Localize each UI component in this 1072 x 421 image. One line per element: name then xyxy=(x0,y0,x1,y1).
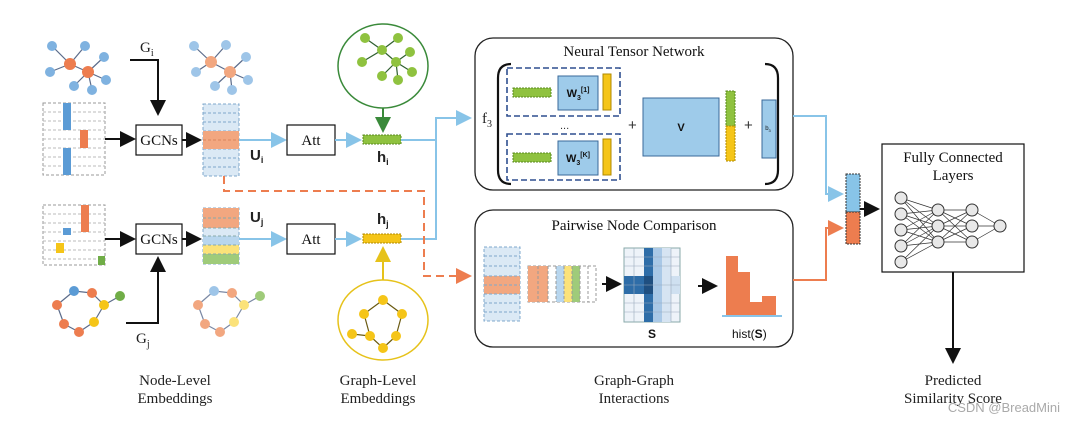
ui-label: Ui xyxy=(250,147,263,165)
fc-title-2: Layers xyxy=(933,168,974,184)
node-embedding-to-pnc-arrow xyxy=(223,176,472,284)
caption-node-level-1: Node-Level xyxy=(139,373,211,389)
gj-label: Gj xyxy=(136,331,150,350)
fc-network xyxy=(894,191,1007,269)
w-last-label: W3[K] xyxy=(566,152,590,167)
ntn-output-arrow xyxy=(793,115,844,202)
pnc-output-arrow xyxy=(793,220,844,281)
caption-graph-graph-2: Interactions xyxy=(599,391,670,407)
watermark: CSDN @BreadMini xyxy=(948,400,1060,415)
pnc-uj-transposed xyxy=(527,265,597,303)
gi-label: Gi xyxy=(140,40,154,59)
gj-to-gcn-arrow xyxy=(126,256,166,324)
w-first-label: W3[1] xyxy=(567,87,590,102)
ntn-bracket-left xyxy=(496,62,512,186)
ui-embedding-matrix xyxy=(202,103,240,177)
att-block-bottom xyxy=(286,223,336,255)
ntn-ellipsis: ... xyxy=(560,120,569,132)
ntn-bias xyxy=(761,99,777,159)
ntn-plus-2: + xyxy=(744,117,753,134)
ntn-bracket-right xyxy=(764,62,780,186)
uj-label: Uj xyxy=(250,209,263,227)
s-label: S xyxy=(648,327,656,341)
ntn-panel xyxy=(474,37,794,191)
ntn-slice-first xyxy=(506,67,621,117)
graph-gi xyxy=(45,41,111,95)
pnc-ui-matrix xyxy=(483,246,521,322)
v-label: V xyxy=(677,122,685,134)
concat-vector xyxy=(845,173,861,245)
gcn-block-top xyxy=(135,124,183,156)
caption-graph-level-1: Graph-Level xyxy=(340,373,417,389)
ntn-v-matrix xyxy=(642,97,720,157)
gcn-top-label: GCNs xyxy=(140,133,178,149)
caption-node-level-2: Embeddings xyxy=(138,391,213,407)
caption-predicted-2: Similarity Score xyxy=(904,391,1002,407)
ntn-slice-last xyxy=(506,133,621,181)
ntn-plus-1: + xyxy=(628,117,637,134)
hist-label: hist(S) xyxy=(732,327,767,341)
histogram xyxy=(722,256,782,317)
fc-title-1: Fully Connected xyxy=(903,150,1003,166)
f3-label: f3 xyxy=(482,111,492,130)
graph-gj-embedded xyxy=(193,286,265,337)
graph-level-gj xyxy=(337,279,429,361)
feature-matrix-gi xyxy=(42,102,106,176)
gi-to-gcn-arrow xyxy=(130,59,166,116)
hi-vector xyxy=(362,134,402,145)
caption-graph-graph-1: Graph-Graph xyxy=(594,373,674,389)
gcn-block-bottom xyxy=(135,223,183,255)
caption-predicted-1: Predicted xyxy=(925,373,982,389)
hj-label: hj xyxy=(377,211,389,229)
gcn-bottom-label: GCNs xyxy=(140,232,178,248)
att-top-label: Att xyxy=(301,133,321,149)
graph-gi-embedded xyxy=(189,40,253,95)
bias-label: b3 xyxy=(765,126,771,133)
pnc-title: Pairwise Node Comparison xyxy=(552,218,717,234)
hj-vector xyxy=(362,233,402,244)
graph-gj xyxy=(52,286,125,337)
hi-label: hi xyxy=(377,149,389,167)
graph-level-gi xyxy=(337,23,429,109)
feature-matrix-gj xyxy=(42,204,106,266)
uj-embedding-matrix xyxy=(202,207,240,265)
pnc-similarity-matrix xyxy=(623,247,681,323)
att-bottom-label: Att xyxy=(301,232,321,248)
ntn-title: Neural Tensor Network xyxy=(563,44,705,60)
caption-graph-level-2: Embeddings xyxy=(341,391,416,407)
